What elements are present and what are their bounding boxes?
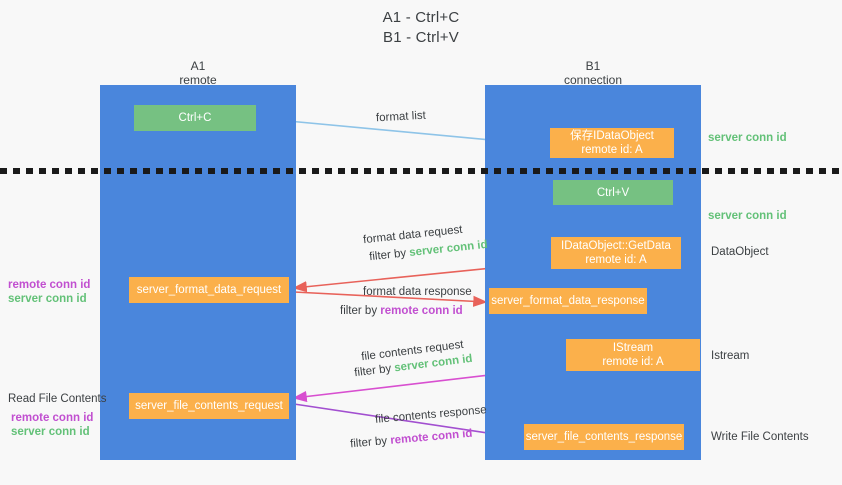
left-label-read-file-contents: Read File Contents bbox=[8, 392, 106, 407]
left-label-server-conn-id-1-text: server conn id bbox=[8, 293, 87, 305]
lane-header-a1-bottom: remote bbox=[179, 73, 217, 87]
edge-label-format-list: format list bbox=[376, 109, 427, 127]
node-server-file-contents-response-label: server_file_contents_response bbox=[525, 431, 683, 443]
edge-label-format-data-request-filter-prefix: filter by bbox=[368, 247, 410, 264]
edge-label-file-contents-response-filter-prefix: filter by bbox=[349, 434, 391, 451]
node-server-file-contents-response[interactable]: server_file_contents_response bbox=[524, 424, 684, 450]
right-label-write-file-contents: Write File Contents bbox=[711, 430, 809, 445]
arrow-file-contents-response bbox=[293, 403, 523, 442]
left-label-read-file-contents-text: Read File Contents bbox=[8, 393, 107, 405]
right-label-server-conn-id-mid: server conn id bbox=[708, 209, 787, 224]
node-idataobject-getdata-line2: remote id: A bbox=[585, 254, 647, 266]
right-label-istream: Istream bbox=[711, 349, 749, 364]
left-label-remote-conn-id-1: remote conn id bbox=[8, 278, 90, 293]
node-istream[interactable]: IStream remote id: A bbox=[566, 339, 700, 371]
edge-label-file-contents-response-filter: filter by remote conn id bbox=[350, 427, 474, 453]
left-label-remote-conn-id-2-text: remote conn id bbox=[11, 412, 94, 424]
lane-header-b1-top: B1 bbox=[585, 59, 601, 73]
edge-label-file-contents-response: file contents response bbox=[375, 403, 488, 428]
edge-label-format-data-response-filter-prefix: filter by bbox=[340, 305, 381, 317]
edge-label-format-data-response-filter-key: remote conn id bbox=[380, 305, 463, 317]
diagram-title: A1 - Ctrl+C B1 - Ctrl+V bbox=[0, 8, 842, 48]
left-label-remote-conn-id-2: remote conn id bbox=[11, 411, 93, 426]
right-label-server-conn-id-mid-text: server conn id bbox=[708, 210, 787, 222]
edge-label-file-contents-request-filter-prefix: filter by bbox=[353, 362, 396, 380]
node-istream-line2: remote id: A bbox=[602, 356, 664, 368]
edge-label-format-data-response-text: format data response bbox=[363, 286, 472, 298]
lane-header-b1-bottom: connection bbox=[563, 73, 623, 87]
node-save-idataobject-line2: remote id: A bbox=[581, 144, 643, 156]
node-server-format-data-request[interactable]: server_format_data_request bbox=[129, 277, 289, 303]
edge-label-format-data-response-filter: filter by remote conn id bbox=[340, 304, 463, 319]
right-label-dataobject: DataObject bbox=[711, 245, 769, 260]
node-server-file-contents-request[interactable]: server_file_contents_request bbox=[129, 393, 289, 419]
right-label-write-file-contents-text: Write File Contents bbox=[711, 431, 809, 443]
right-label-dataobject-text: DataObject bbox=[711, 246, 769, 258]
phase-separator-dashed-line bbox=[0, 168, 842, 174]
diagram-title-line-1: A1 - Ctrl+C bbox=[382, 9, 460, 26]
node-server-format-data-response-label: server_format_data_response bbox=[491, 295, 645, 307]
node-ctrl-c-label: Ctrl+C bbox=[178, 112, 212, 124]
diagram-title-line-2: B1 - Ctrl+V bbox=[383, 29, 459, 46]
lane-header-a1: A1 remote bbox=[100, 59, 296, 87]
node-idataobject-getdata[interactable]: IDataObject::GetData remote id: A bbox=[551, 237, 681, 269]
node-save-idataobject[interactable]: 保存IDataObject remote id: A bbox=[550, 128, 674, 158]
lane-header-a1-top: A1 bbox=[190, 59, 206, 73]
edge-label-format-data-response: format data response bbox=[363, 285, 472, 300]
node-ctrl-c[interactable]: Ctrl+C bbox=[134, 105, 256, 131]
left-label-server-conn-id-2-text: server conn id bbox=[11, 426, 90, 438]
edge-label-file-contents-response-filter-key: remote conn id bbox=[389, 427, 473, 447]
right-label-server-conn-id-top: server conn id bbox=[708, 131, 787, 146]
left-label-server-conn-id-1: server conn id bbox=[8, 292, 87, 307]
node-server-format-data-request-label: server_format_data_request bbox=[136, 284, 282, 296]
right-label-istream-text: Istream bbox=[711, 350, 750, 362]
left-label-remote-conn-id-1-text: remote conn id bbox=[8, 279, 91, 291]
node-ctrl-v-label: Ctrl+V bbox=[596, 186, 630, 199]
edge-label-format-list-text: format list bbox=[375, 109, 427, 125]
node-server-file-contents-request-label: server_file_contents_request bbox=[135, 400, 283, 412]
node-istream-line1: IStream bbox=[612, 342, 654, 354]
node-save-idataobject-line1: 保存IDataObject bbox=[570, 130, 654, 142]
right-label-server-conn-id-top-text: server conn id bbox=[708, 132, 787, 144]
edge-label-file-contents-response-text: file contents response bbox=[374, 404, 488, 426]
node-idataobject-getdata-line1: IDataObject::GetData bbox=[561, 240, 671, 252]
left-label-server-conn-id-2: server conn id bbox=[11, 425, 90, 440]
lane-header-b1: B1 connection bbox=[485, 59, 701, 87]
arrow-format-data-response bbox=[293, 291, 488, 307]
node-ctrl-v[interactable]: Ctrl+V bbox=[553, 180, 673, 205]
node-server-format-data-response[interactable]: server_format_data_response bbox=[489, 288, 647, 314]
